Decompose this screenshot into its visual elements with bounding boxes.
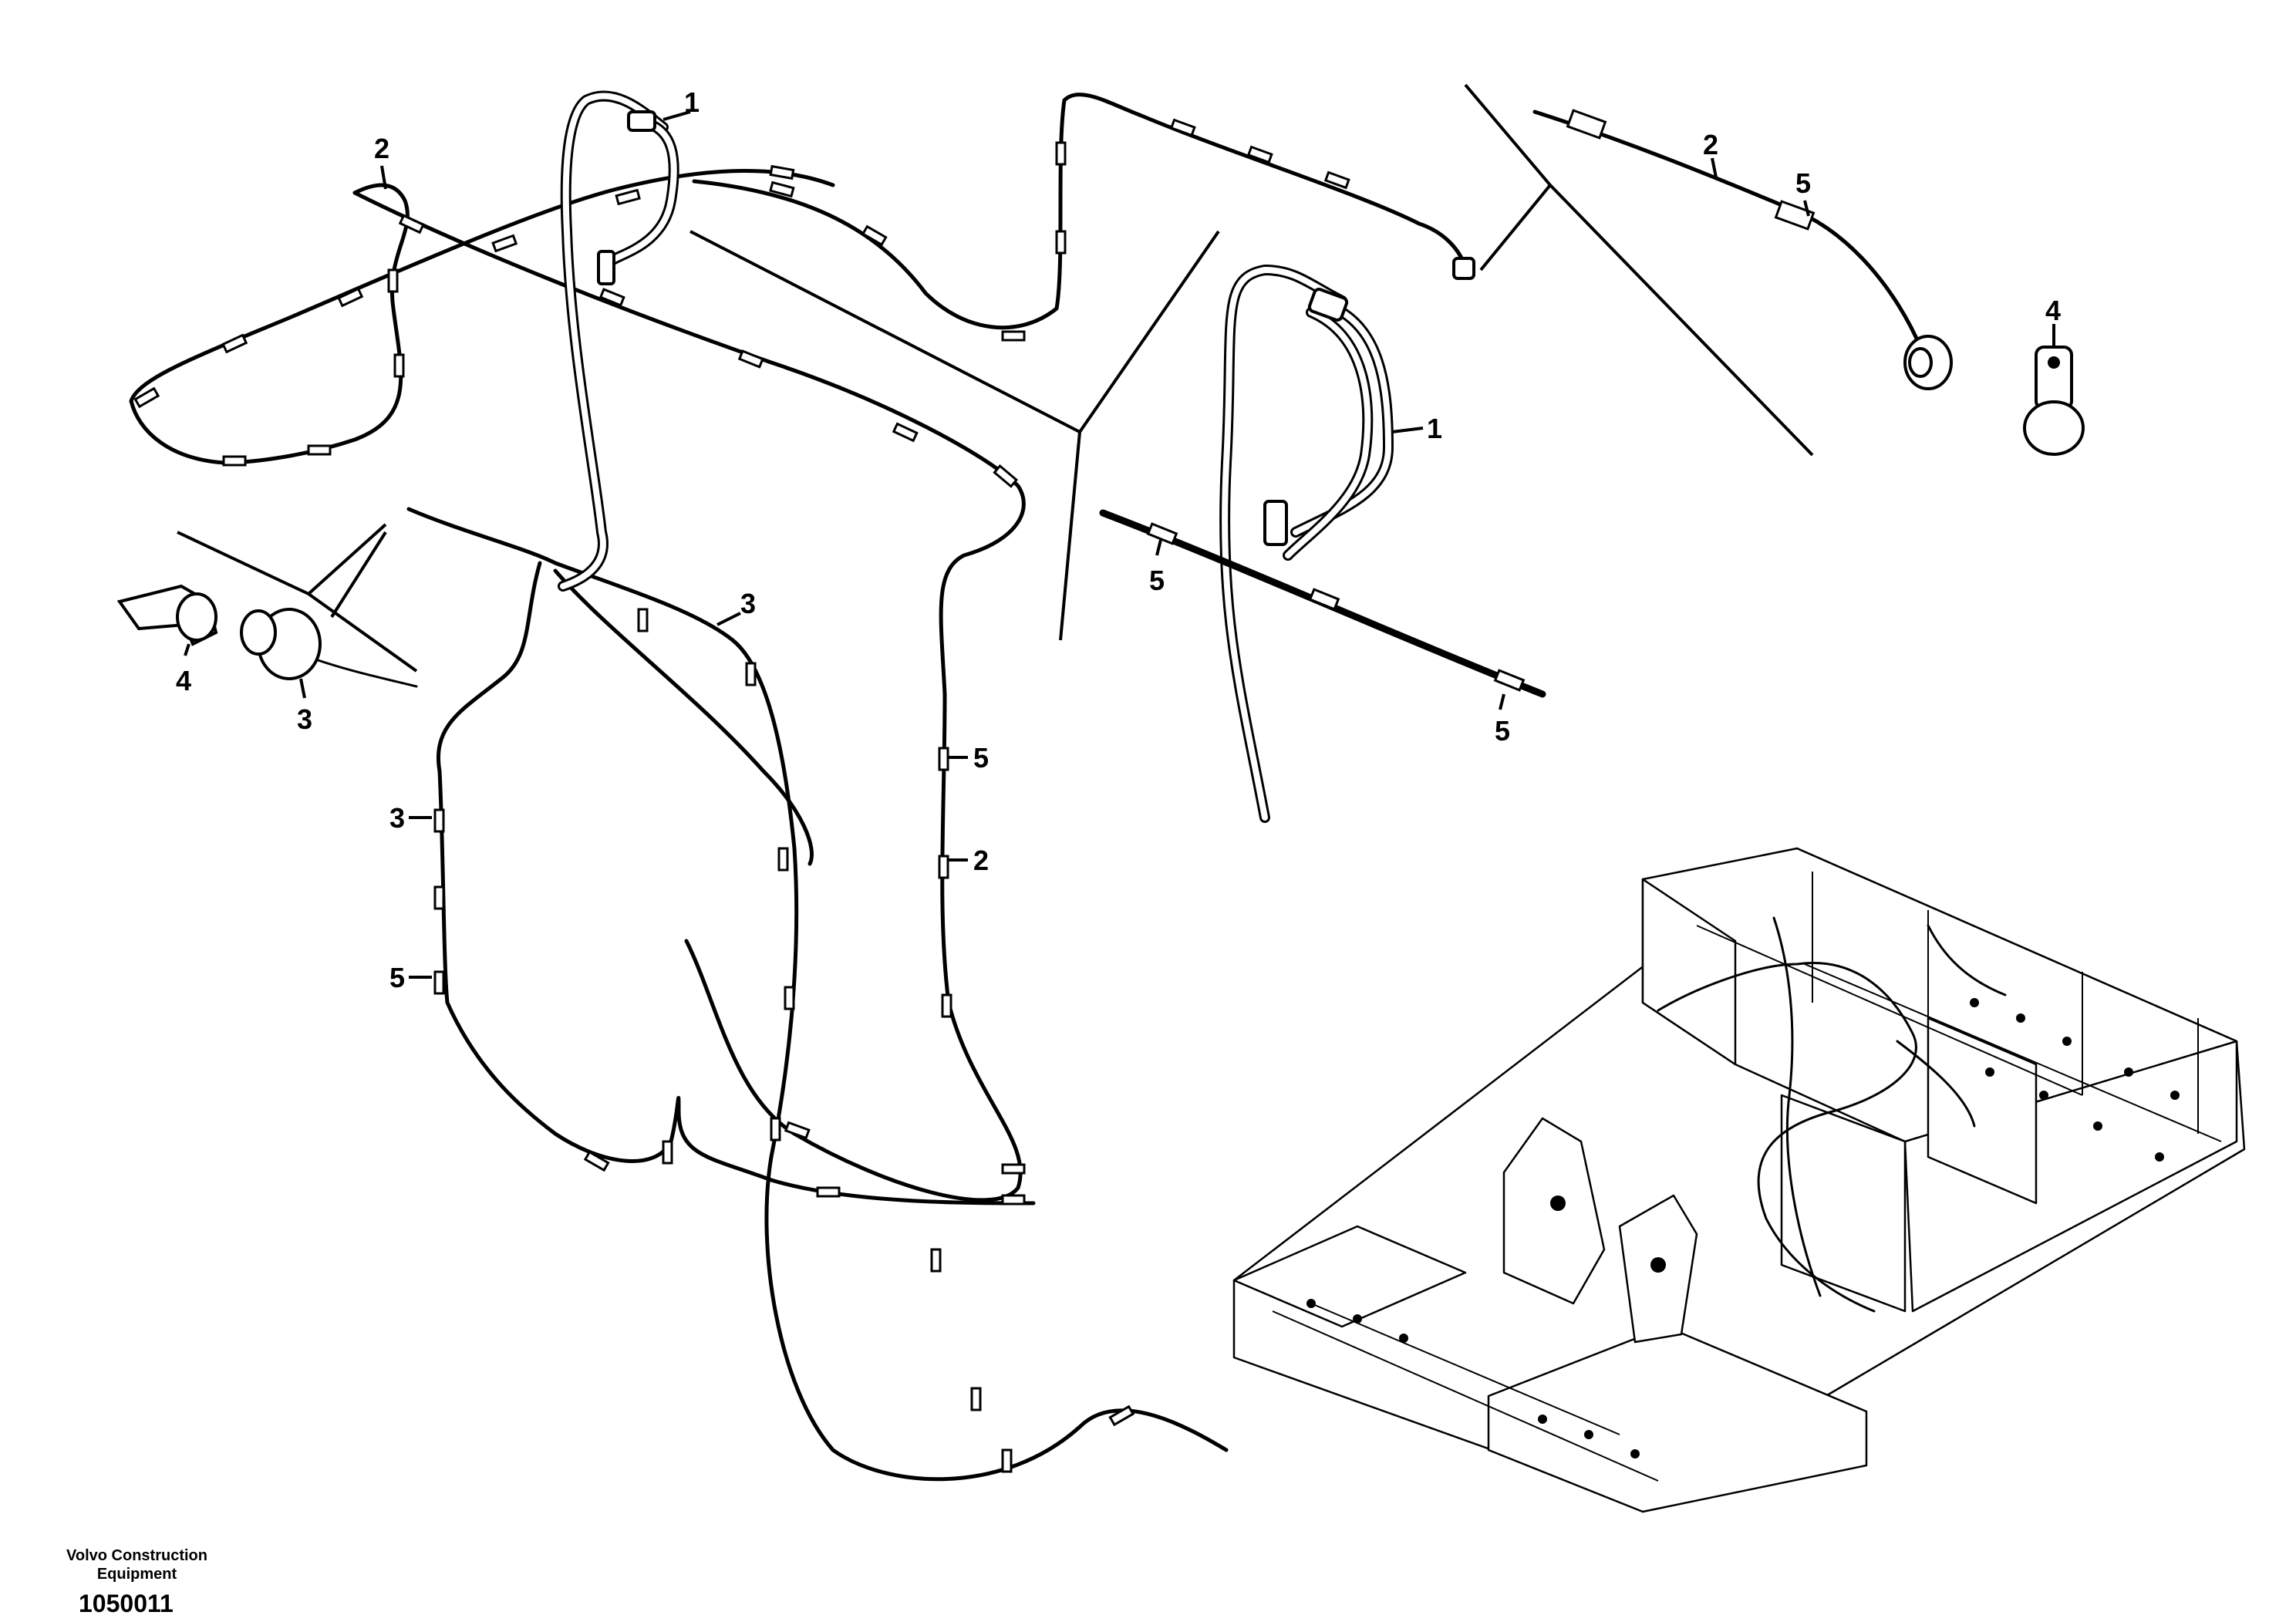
callout-5-mid: 5 [973,742,989,774]
callout-1-upper: 1 [684,86,700,118]
harness-3-loop [406,507,1229,1482]
clip-connector [1452,257,1475,280]
hose-fitting-right [1307,288,1349,322]
callout-2-mid: 2 [973,845,989,876]
callout-3-lower-left: 3 [389,802,405,834]
hose-1-upper [558,90,679,592]
harness-2-left [129,164,1026,1202]
company-name-line1: Volvo Construction [66,1547,207,1564]
harness-upper-right [692,93,1475,342]
callout-1-right: 1 [1427,413,1442,444]
drawing-number: 1050011 [79,1590,174,1617]
callout-3-middle: 3 [740,588,756,619]
callout-4-left: 4 [176,665,191,696]
callout-5-center: 5 [1149,565,1165,596]
hose-1-right [1219,265,1394,823]
clip-4-left [116,584,218,646]
clip-4-right [2023,346,2085,456]
pressure-switch-right [1263,500,1288,546]
company-name-line2: Equipment [96,1566,177,1583]
callout-2-upper-right: 2 [1703,129,1718,160]
hose-fitting [627,110,656,132]
grommet-3-left [240,608,418,688]
callout-5-upper-right: 5 [1795,167,1811,199]
drawing-footer: Volvo Construction Equipment 1050011 [54,1546,220,1618]
harness-2-right-detail [1532,109,1953,390]
machine-frame-illustration [1232,847,2246,1513]
callout-5-center-lower: 5 [1495,715,1510,747]
callout-2-upper-left: 2 [374,133,389,164]
callout-5-lower-left: 5 [389,962,405,993]
pressure-switch [597,250,615,285]
callout-4-right: 4 [2045,295,2061,326]
callout-3-left: 3 [297,703,312,735]
leader-lines [177,83,2055,979]
harness-5-center [1099,509,1546,698]
callout-labels: 1 2 1 2 5 4 3 4 3 5 5 5 2 3 5 [176,86,2061,993]
